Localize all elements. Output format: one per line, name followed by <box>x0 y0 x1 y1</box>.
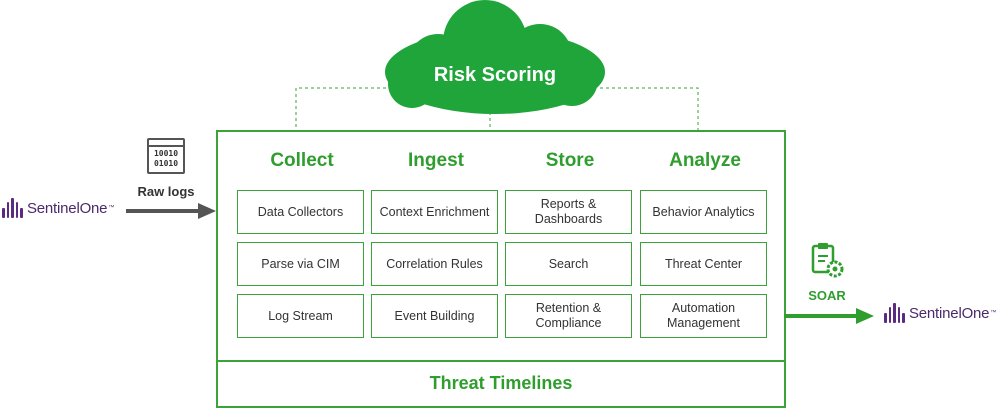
raw-logs-icon-line-2: 01010 <box>153 159 179 168</box>
raw-logs-label: Raw logs <box>137 184 195 199</box>
cell-threat-center: Threat Center <box>640 242 767 286</box>
raw-logs-icon-line-1: 10010 <box>153 149 179 158</box>
cell-reports-dashboards: Reports & Dashboards <box>505 190 632 234</box>
raw-logs-icon: 10010 01010 <box>147 138 185 174</box>
cell-automation-management: Automation Management <box>640 294 767 338</box>
cell-parse-via-cim: Parse via CIM <box>237 242 364 286</box>
cell-retention-compliance: Retention & Compliance <box>505 294 632 338</box>
cell-context-enrichment: Context Enrichment <box>371 190 498 234</box>
column-title-collect: Collect <box>270 150 334 171</box>
cell-log-stream: Log Stream <box>237 294 364 338</box>
cloud-shape <box>385 0 605 114</box>
footer-label: Threat Timelines <box>429 373 573 393</box>
target-logo-text: SentinelOne <box>908 304 990 322</box>
soar-arrow <box>784 308 874 324</box>
cell-search: Search <box>505 242 632 286</box>
cell-correlation-rules: Correlation Rules <box>371 242 498 286</box>
sentinelone-logo-icon <box>2 198 23 218</box>
cell-event-building: Event Building <box>371 294 498 338</box>
column-title-ingest: Ingest <box>408 150 464 171</box>
source-logo-text: SentinelOne <box>26 199 108 217</box>
column-title-store: Store <box>545 150 595 171</box>
soar-label: SOAR <box>808 288 846 303</box>
raw-logs-arrow <box>126 203 216 219</box>
cloud-label: Risk Scoring <box>433 64 557 86</box>
sentinelone-logo-icon <box>884 303 905 323</box>
pipeline-divider <box>216 360 786 362</box>
column-title-analyze: Analyze <box>669 150 741 171</box>
cell-behavior-analytics: Behavior Analytics <box>640 190 767 234</box>
soar-icon <box>811 243 844 278</box>
cell-data-collectors: Data Collectors <box>237 190 364 234</box>
